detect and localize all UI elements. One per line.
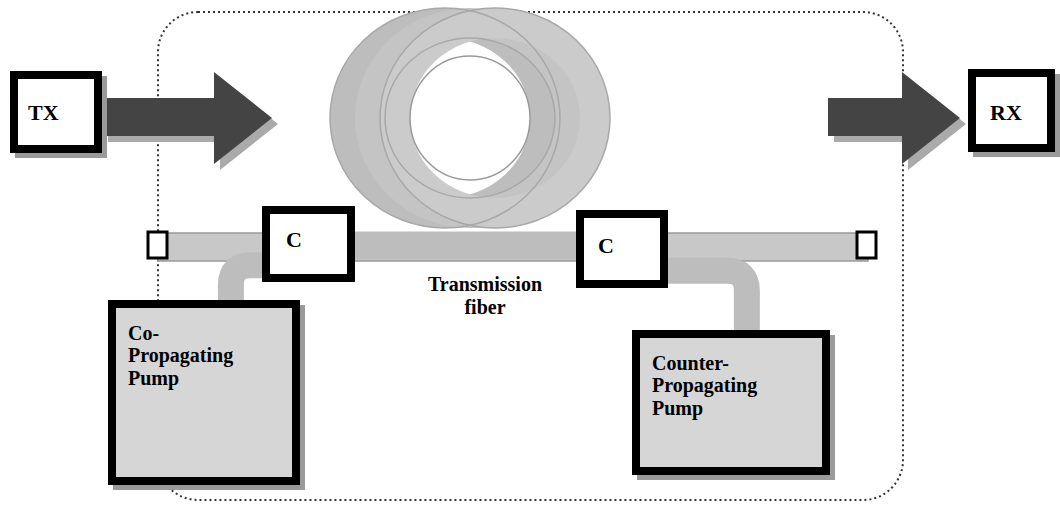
fiber-connector-line (355, 245, 576, 246)
fiber-coil (330, 8, 610, 228)
node-label: C (598, 234, 660, 259)
node-label: Co- Propagating Pump (128, 322, 258, 389)
node-label: TX (28, 101, 94, 126)
signal-arrow (828, 72, 966, 170)
transmitter-box: TX (10, 71, 102, 153)
coupler-box: C (576, 210, 668, 288)
node-label: C (286, 228, 347, 253)
node-label: Counter- Propagating Pump (652, 352, 782, 419)
signal-arrow (102, 72, 278, 170)
fiber-connector (148, 232, 167, 258)
fiber-connector-line (231, 265, 262, 300)
fiber-label: Transmission fiber (385, 273, 585, 319)
coupler-box: C (262, 206, 355, 282)
fiber-connector-line (668, 271, 747, 330)
receiver-box: RX (968, 69, 1055, 152)
node-label: RX (990, 101, 1047, 126)
fiber-connector (857, 232, 876, 258)
pump-box: Co- Propagating Pump (108, 300, 300, 485)
pump-box: Counter- Propagating Pump (632, 330, 830, 475)
